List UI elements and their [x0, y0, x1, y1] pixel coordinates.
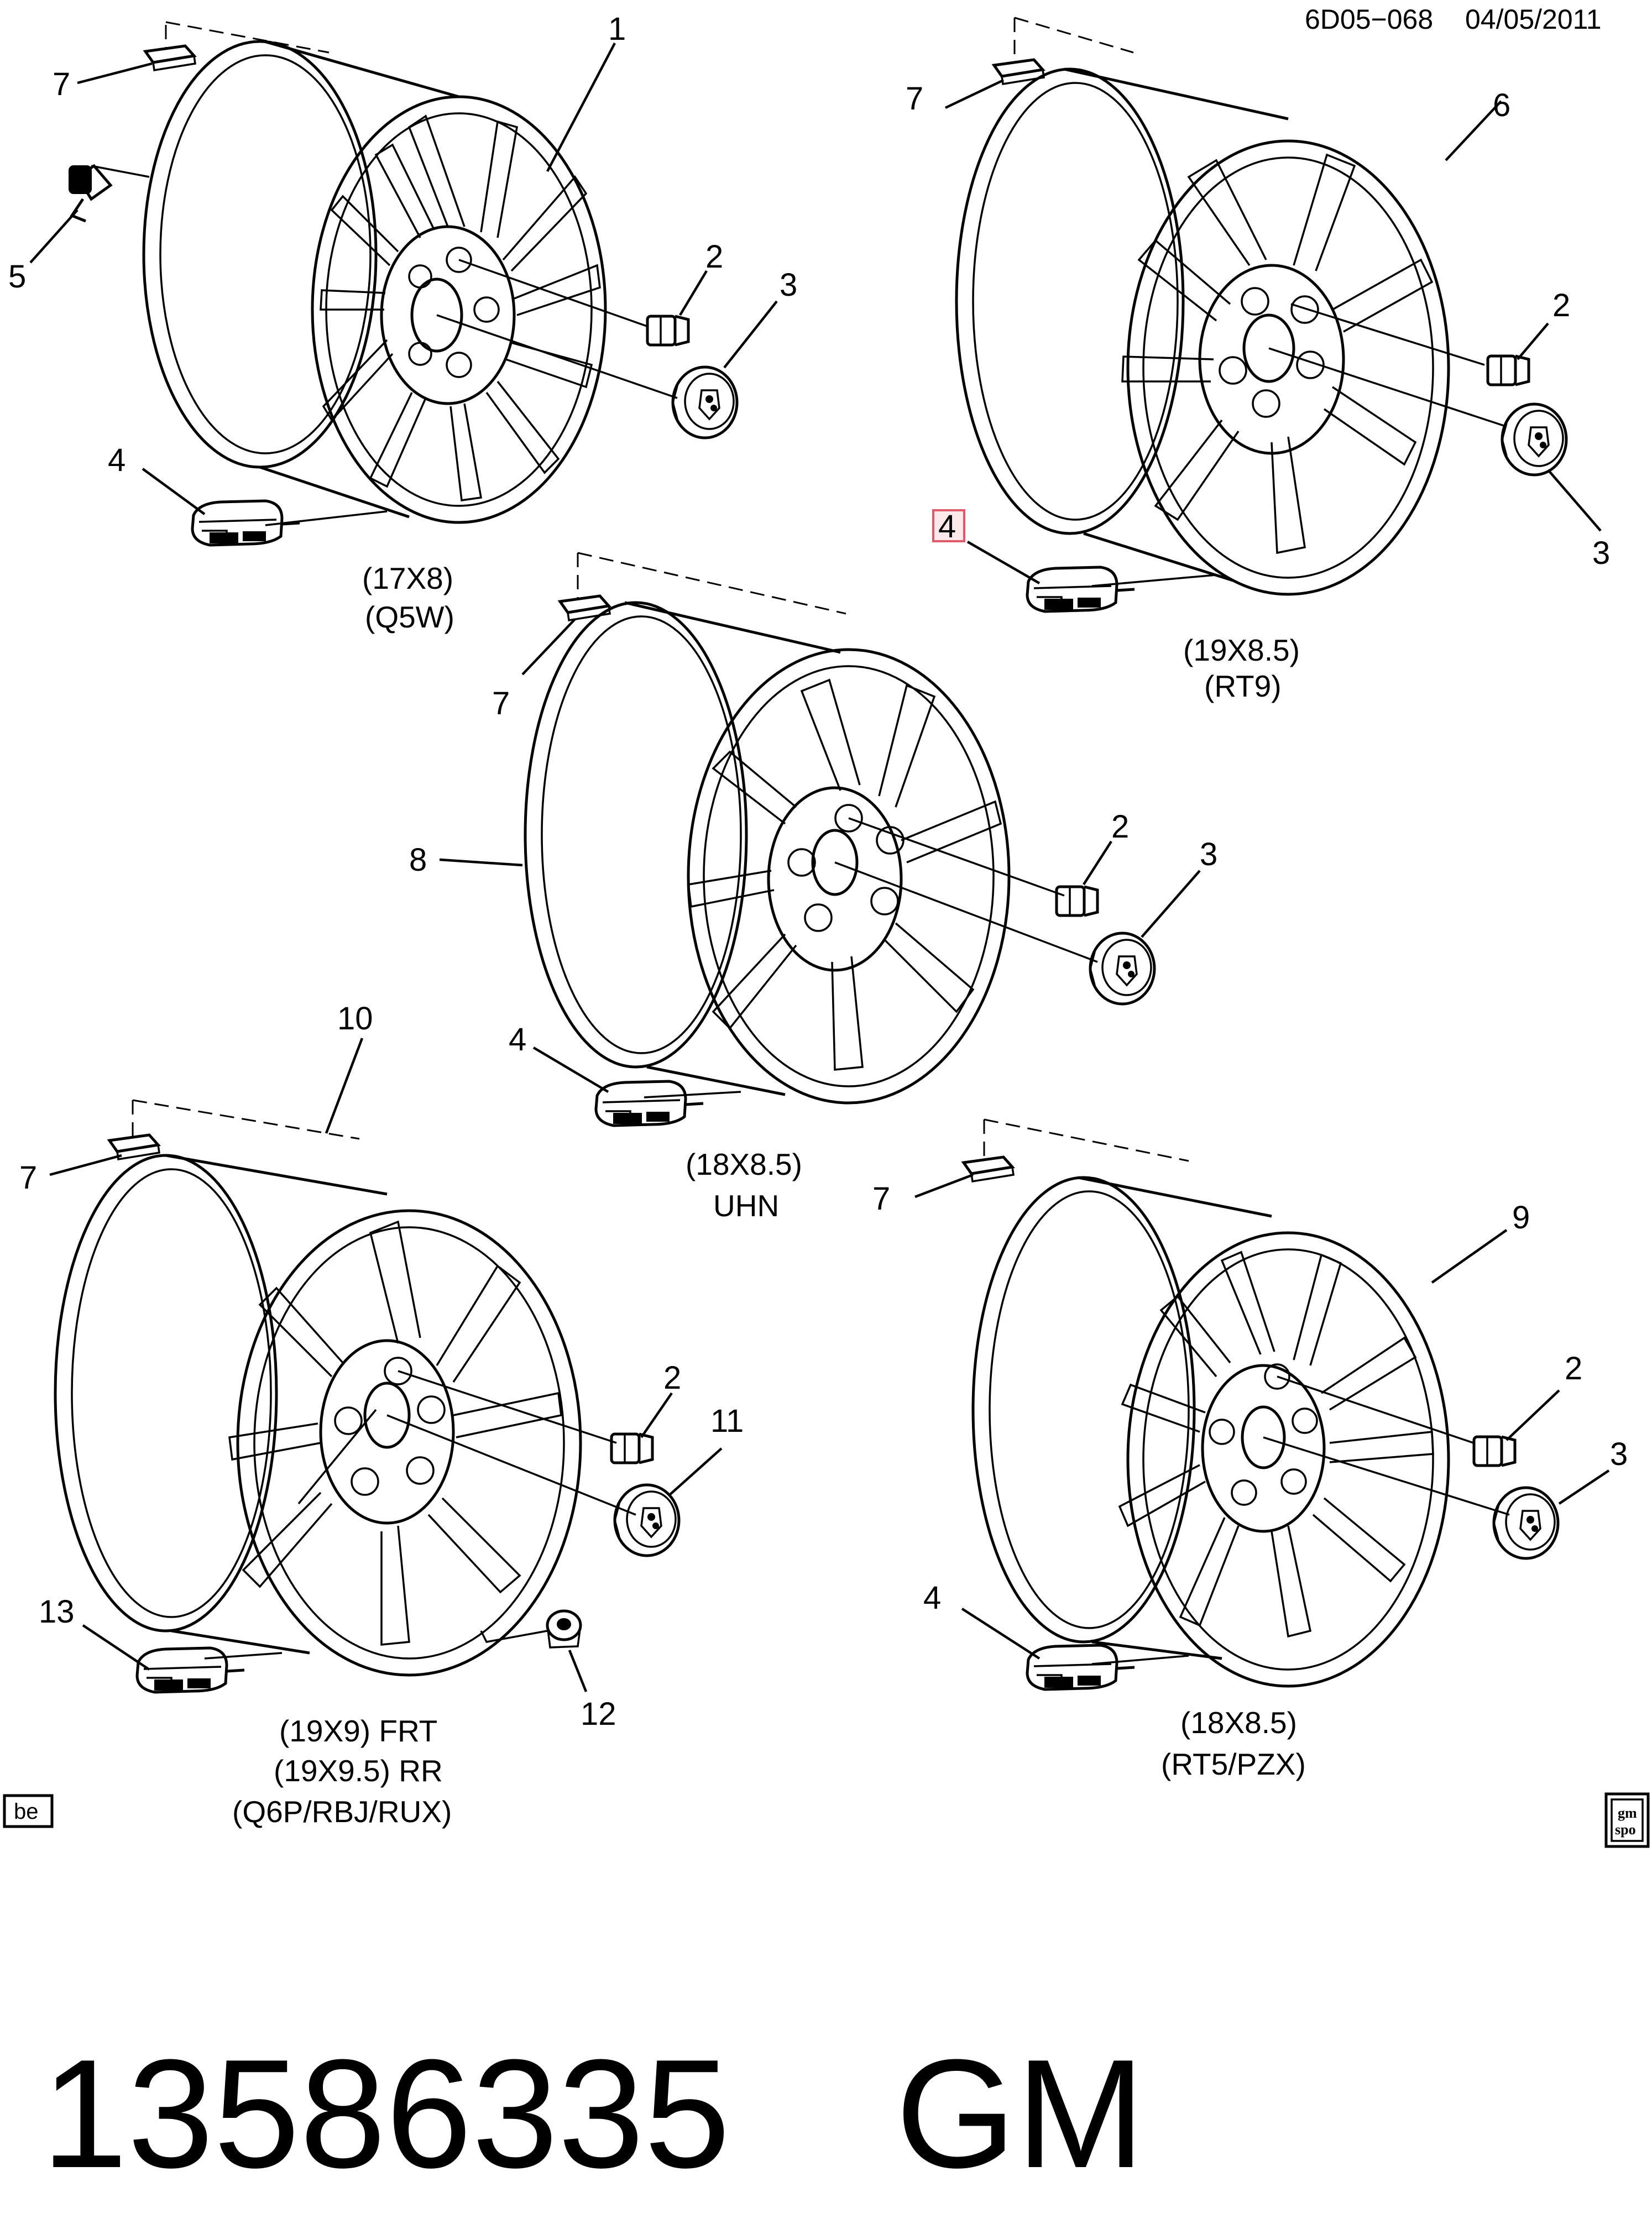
- caption-size-w1: (17X8): [362, 561, 453, 595]
- svg-text:gm: gm: [1618, 1805, 1637, 1821]
- gm-spo-logo: gm spo: [1604, 1792, 1650, 1848]
- callout-lugnut-w10: 2: [663, 1360, 681, 1396]
- part-number: 13586335: [41, 2028, 730, 2200]
- callout-weight-w6: 7: [906, 81, 923, 117]
- callout-lugnut-w6: 2: [1552, 287, 1570, 323]
- callout-wheel-10: 10: [337, 1001, 373, 1037]
- callout-lugnut-w8: 2: [1111, 809, 1129, 845]
- callout-wheel-8: 8: [409, 842, 427, 878]
- wheel-6-assembly: 6 2 3 4 7 (19X8.5) (RT9): [906, 17, 1610, 703]
- callout-cap-w10: 11: [710, 1403, 744, 1439]
- wheel-10-assembly: 10 2 11 12 13 7 (19X9) FRT (19X9.5) RR (…: [19, 1001, 744, 1829]
- callout-sensor-w8: 4: [509, 1022, 526, 1058]
- callout-weight-w10: 7: [19, 1160, 37, 1196]
- caption-option-w6: (RT9): [1204, 669, 1282, 703]
- callout-weight-w8: 7: [492, 686, 510, 721]
- caption-rear-w10: (19X9.5) RR: [274, 1754, 443, 1788]
- callout-sensor-w10: 13: [39, 1594, 75, 1630]
- brand-label: GM: [896, 2028, 1145, 2200]
- callout-sensor-w1: 4: [108, 442, 126, 478]
- callout-sensor-w6: 4: [938, 509, 956, 545]
- diagram-date: 04/05/2011: [1465, 4, 1602, 35]
- wheel-9-assembly: 9 2 3 4 7 (18X8.5) (RT5/PZX): [872, 1118, 1628, 1781]
- callout-lugnut-w1: 2: [705, 239, 723, 275]
- callout-cap-w1: 3: [780, 267, 797, 303]
- callout-wheel-6: 6: [1493, 87, 1510, 123]
- be-badge-label: be: [14, 1799, 39, 1824]
- caption-size-w8: (18X8.5): [686, 1147, 802, 1181]
- callout-weight-w9: 7: [872, 1181, 890, 1217]
- caption-option-w9: (RT5/PZX): [1161, 1747, 1306, 1781]
- callout-weight-w1: 7: [53, 66, 70, 102]
- highlight-box: [932, 509, 965, 542]
- callout-wheel-9: 9: [1512, 1200, 1530, 1236]
- caption-option-w10: (Q6P/RBJ/RUX): [232, 1794, 452, 1829]
- wheel-8-assembly: 8 2 3 4 7 (18X8.5) UHN: [409, 552, 1217, 1223]
- caption-option-w8: UHN: [713, 1189, 779, 1223]
- callout-cap-w9: 3: [1610, 1436, 1628, 1472]
- caption-size-w9: (18X8.5): [1180, 1705, 1297, 1740]
- be-badge: be: [3, 1794, 54, 1828]
- callout-cap-w6: 3: [1592, 535, 1610, 571]
- callout-valve-w1: 5: [8, 259, 26, 295]
- callout-lugnut-w9: 2: [1565, 1351, 1582, 1386]
- callout-sensor-w9: 4: [923, 1580, 941, 1616]
- callout-lock-w10: 12: [581, 1696, 616, 1732]
- caption-front-w10: (19X9) FRT: [279, 1714, 437, 1748]
- caption-size-w6: (19X8.5): [1183, 633, 1300, 667]
- caption-option-w1: (Q5W): [365, 600, 454, 634]
- wheel-1-assembly: 1 2 3 4 5 7 (17X8) (Q5W): [8, 11, 797, 634]
- callout-cap-w8: 3: [1200, 836, 1217, 872]
- callout-wheel-1: 1: [608, 11, 626, 47]
- svg-text:spo: spo: [1615, 1822, 1636, 1838]
- diagram-code: 6D05−068: [1305, 4, 1433, 35]
